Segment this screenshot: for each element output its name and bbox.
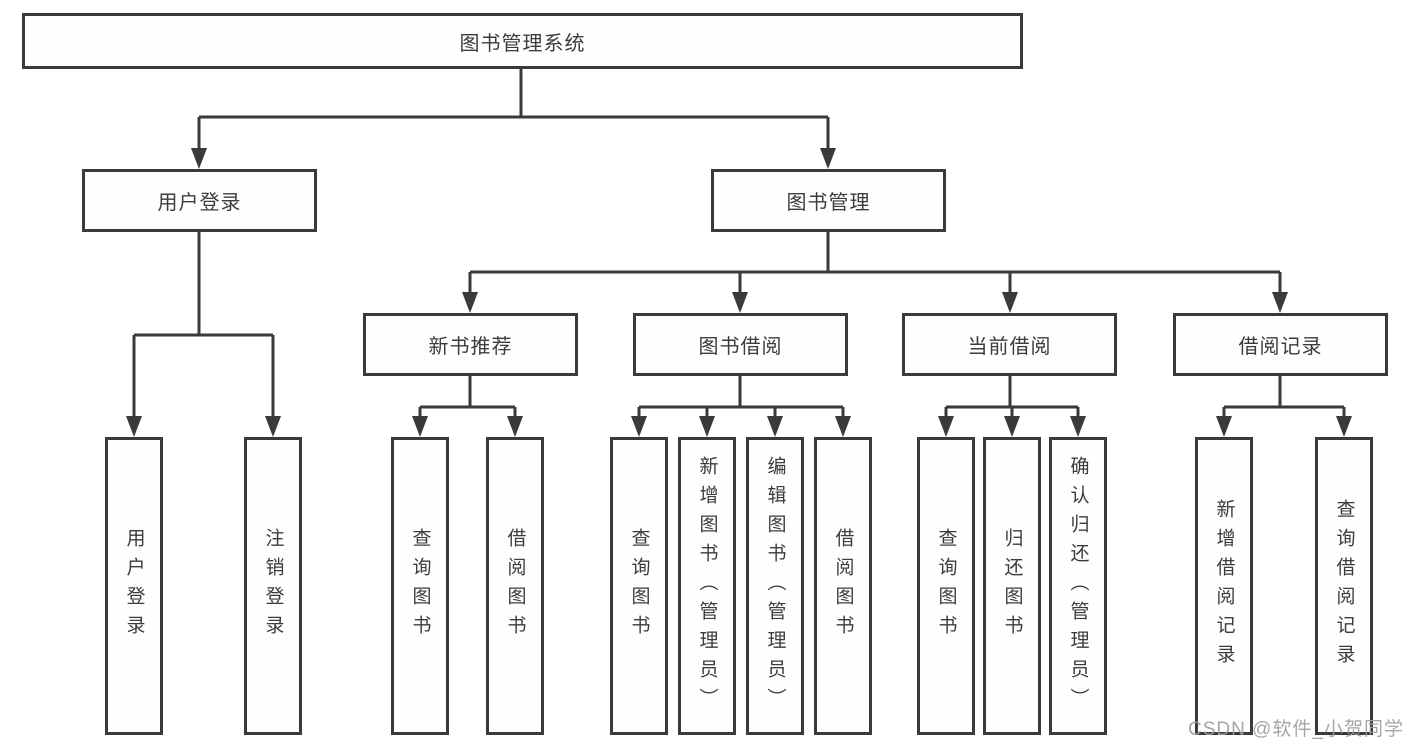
- leaf-edit-book-admin: 编辑图书（管理员）: [746, 437, 804, 735]
- leaf-borrow-books-borrow: 借阅图书: [814, 437, 872, 735]
- leaf-add-borrow-record: 新增借阅记录: [1195, 437, 1253, 735]
- leaf-query-books-recommend: 查询图书: [391, 437, 449, 735]
- leaf-confirm-return-admin: 确认归还（管理员）: [1049, 437, 1107, 735]
- node-book-management: 图书管理: [711, 169, 946, 232]
- node-book-borrow: 图书借阅: [633, 313, 848, 376]
- leaf-query-books-current: 查询图书: [917, 437, 975, 735]
- arrowheads: [126, 148, 1352, 437]
- node-current-borrow: 当前借阅: [902, 313, 1117, 376]
- node-new-book-recommend: 新书推荐: [363, 313, 578, 376]
- leaf-query-books-borrow: 查询图书: [610, 437, 668, 735]
- leaf-return-books: 归还图书: [983, 437, 1041, 735]
- watermark: CSDN @软件_小贺同学: [1188, 719, 1404, 740]
- leaf-user-login: 用户登录: [105, 437, 163, 735]
- leaf-query-borrow-record: 查询借阅记录: [1315, 437, 1373, 735]
- node-borrow-records: 借阅记录: [1173, 313, 1388, 376]
- node-user-login: 用户登录: [82, 169, 317, 232]
- leaf-logout: 注销登录: [244, 437, 302, 735]
- leaf-borrow-books-recommend: 借阅图书: [486, 437, 544, 735]
- leaf-add-book-admin: 新增图书（管理员）: [678, 437, 736, 735]
- node-root: 图书管理系统: [22, 13, 1023, 69]
